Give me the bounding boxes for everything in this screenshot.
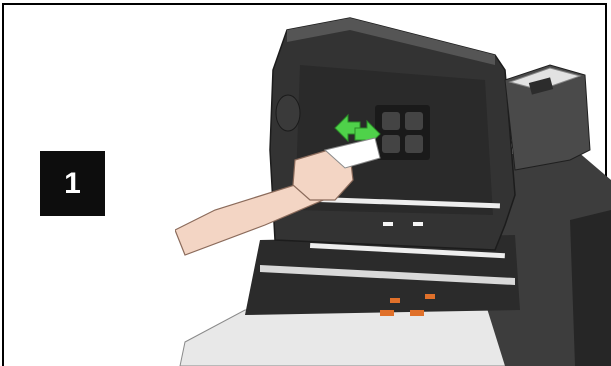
- roller-a: [382, 112, 400, 130]
- roller-orange-3: [390, 298, 400, 303]
- scanner-illustration: [175, 10, 611, 366]
- roller-orange-2: [410, 310, 424, 316]
- glass-tab-2: [413, 222, 423, 226]
- roller-d: [405, 135, 423, 153]
- roller-orange-1: [380, 310, 394, 316]
- scanner-right-edge: [570, 210, 611, 366]
- glass-tab-1: [383, 222, 393, 226]
- roller-orange-4: [425, 294, 435, 299]
- step-number-badge: 1: [40, 151, 105, 216]
- output-tray: [180, 310, 535, 366]
- step-number: 1: [64, 167, 81, 201]
- roller-b: [405, 112, 423, 130]
- side-knob: [276, 95, 300, 131]
- roller-c: [382, 135, 400, 153]
